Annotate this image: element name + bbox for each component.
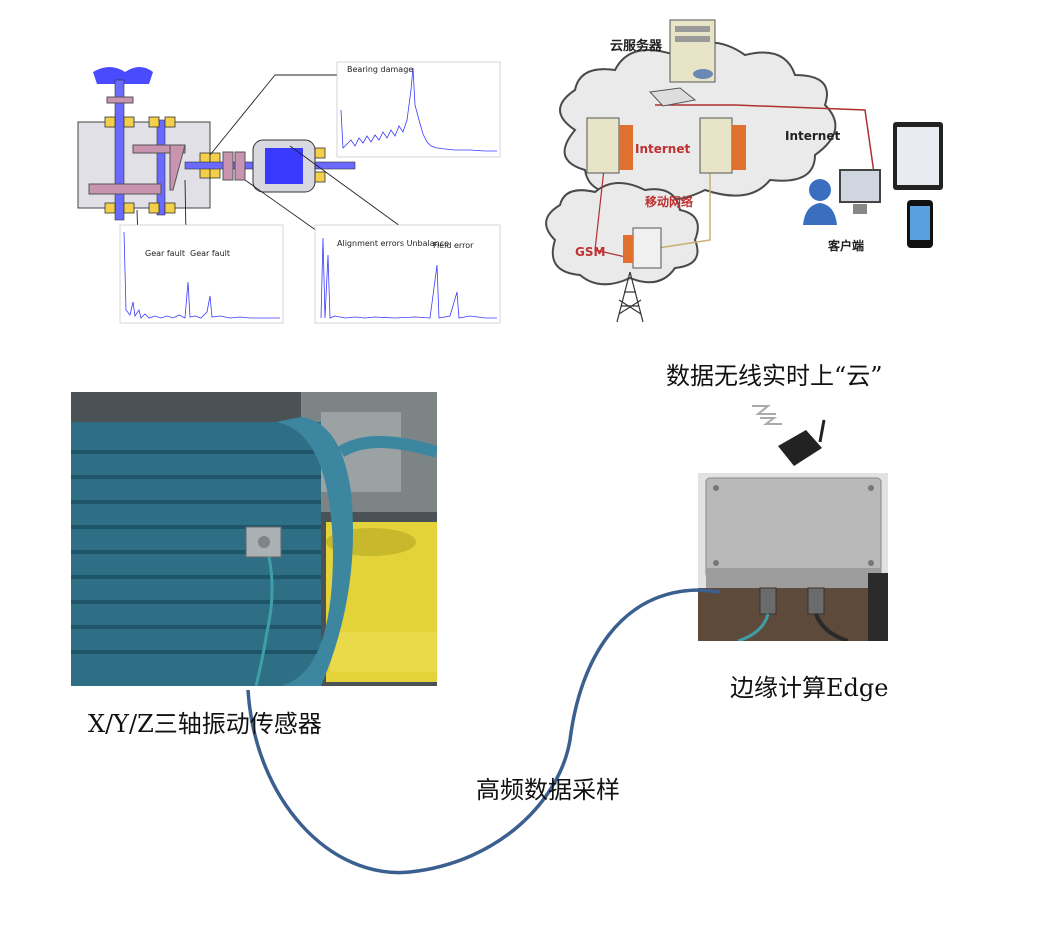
server-left-icon: [586, 117, 633, 174]
client-label: 客户端: [827, 238, 864, 253]
gear-fault-label-1: Gear fault: [145, 249, 185, 258]
user-icon: [803, 179, 837, 225]
phone-icon: [907, 200, 933, 248]
cloud-server-label: 云服务器: [610, 38, 663, 54]
server-right-icon: [699, 117, 746, 174]
wireless-gateway-icon: [778, 419, 826, 466]
alignment-spectrum-chart: [314, 224, 501, 324]
bearing-damage-label: Bearing damage: [347, 65, 413, 74]
gear-spectrum-chart: [119, 224, 284, 324]
wireless-gateway-graphic: [752, 405, 826, 466]
cloud-upload-label: 数据无线实时上“云”: [666, 362, 883, 390]
motor-sensor-photo: [71, 392, 437, 686]
monitor-icon: [839, 169, 881, 214]
cloud-network-diagram: 云服务器 Internet 移动网络 GSM Internet: [545, 19, 943, 323]
sampling-label: 高频数据采样: [476, 776, 620, 804]
edge-box-photo: [698, 473, 888, 641]
cell-tower-icon: [616, 271, 644, 323]
field-error-label: Field error: [433, 241, 474, 250]
base-station-icon: [623, 227, 662, 269]
gear-fault-label-2: Gear fault: [190, 249, 230, 258]
handwheel-icon: [93, 67, 153, 84]
cable-gland-icon: [759, 587, 825, 615]
bearing-spectrum-chart: [336, 61, 501, 158]
mobile-network-label: 移动网络: [645, 194, 693, 209]
tablet-icon: [893, 122, 943, 190]
router-icon: [648, 87, 697, 107]
vibration-sensor-icon: [245, 526, 282, 558]
alignment-errors-label: Alignment errors Unbalance: [337, 239, 449, 248]
gsm-label: GSM: [575, 245, 605, 259]
internet-label-cloud: Internet: [635, 142, 690, 156]
wireless-signal-icon: [752, 405, 782, 425]
internet-label-client: Internet: [785, 129, 840, 143]
vibration-diagnosis-diagram: Bearing damage Gear fault Gear fault Ali…: [77, 61, 501, 324]
sensor-label: X/Y/Z三轴振动传感器: [88, 710, 322, 738]
cloud-server-icon: [669, 19, 716, 83]
edge-computing-label: 边缘计算Edge: [730, 674, 889, 702]
